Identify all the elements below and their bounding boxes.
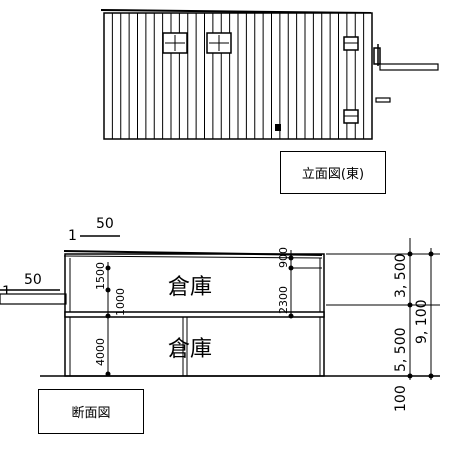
canopy-right bbox=[379, 63, 439, 71]
vent-icon bbox=[275, 124, 281, 131]
dim-top-left-prefix: 1 bbox=[68, 228, 77, 244]
elevation-label: 立面図(東) bbox=[301, 167, 365, 182]
section-label-box: 断面図 bbox=[38, 389, 144, 434]
dim-right-bottom: 100 bbox=[393, 385, 409, 412]
dim-side-left-value: 50 bbox=[24, 272, 42, 288]
dim-upper-b: 1000 bbox=[114, 288, 127, 316]
section-drawing: 1 50 1 50 倉庫 倉庫 1500 1000 400 bbox=[0, 216, 440, 412]
dim-lower: 4000 bbox=[94, 338, 107, 366]
window-upper-middle bbox=[206, 32, 232, 54]
room-label-upper: 倉庫 bbox=[168, 275, 212, 300]
dim-side-left-prefix: 1 bbox=[2, 284, 11, 300]
window-upper-right bbox=[343, 36, 359, 51]
room-label-lower: 倉庫 bbox=[168, 337, 212, 362]
dim-right-3500: 3, 500 bbox=[393, 253, 409, 298]
window-upper-left bbox=[162, 32, 188, 54]
elevation-label-box: 立面図(東) bbox=[280, 151, 386, 194]
dim-upper-a: 1500 bbox=[94, 262, 107, 290]
dim-900: 900 bbox=[277, 247, 290, 268]
dim-top-left-value: 50 bbox=[96, 216, 114, 232]
window-lower-right bbox=[343, 109, 359, 124]
section-label: 断面図 bbox=[71, 406, 111, 421]
dim-right-total: 9, 100 bbox=[414, 299, 430, 344]
side-bracket bbox=[373, 47, 381, 65]
lower-beam-right bbox=[375, 97, 391, 103]
eave-left bbox=[0, 293, 67, 305]
dim-right-5500: 5, 500 bbox=[393, 327, 409, 372]
mid-floor-slab bbox=[64, 311, 325, 318]
dim-2300: 2300 bbox=[277, 286, 290, 314]
elevation-east bbox=[100, 9, 439, 140]
